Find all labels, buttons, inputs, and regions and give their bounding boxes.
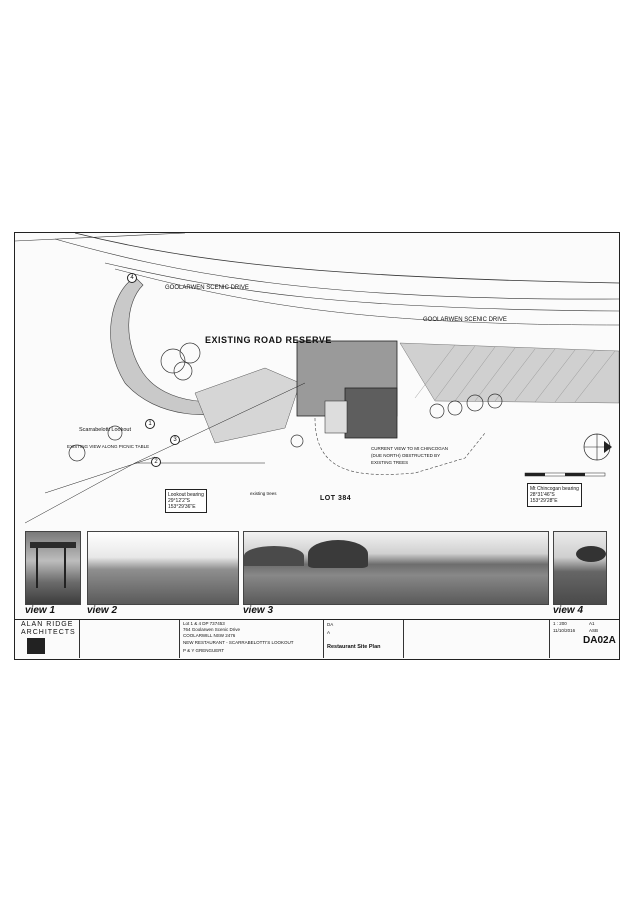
title-block: ALAN RIDGE ARCHITECTS Lot 1 & 4 DP 73745…: [15, 619, 619, 659]
drawing-info-cell: 1 : 200 A1 11/10/2016 ASB DA02A: [549, 620, 619, 658]
lookout-bearing-title: Lookout bearing: [168, 492, 204, 498]
existing-road-reserve-label: EXISTING ROAD RESERVE: [205, 335, 332, 345]
drawing-number: DA02A: [583, 635, 616, 646]
drawn-by: ASB: [589, 628, 599, 633]
site-plan: [15, 233, 619, 524]
view-4-label: view 4: [553, 605, 584, 616]
firm-name-2: ARCHITECTS: [21, 629, 76, 636]
drawing-sheet: EXISTING ROAD RESERVE LOT 384 GOOLARWEN …: [14, 232, 620, 660]
drawing-title-cell: DA A Restaurant Site Plan: [323, 620, 404, 658]
lookout-bearing-lon: 153°29'36"E: [168, 504, 196, 510]
firm-logo: [27, 638, 45, 654]
view-1-label: view 1: [25, 605, 56, 616]
view-1-photo: [25, 531, 81, 605]
view-marker-2: 2: [151, 457, 161, 467]
lot-label: LOT 384: [320, 495, 352, 502]
view-2-photo: [87, 531, 239, 605]
client-name: P & Y GRENGUERT: [183, 648, 225, 653]
address-line1: 764 Goolarwen Scenic Drive: [183, 627, 241, 632]
sheet-size: A1: [589, 621, 595, 626]
current-view-note: CURRENT VIEW TO Mt CHINCOGAN (DUE NORTH)…: [371, 446, 449, 465]
existing-trees-label: existing trees: [250, 491, 277, 496]
view-3-label: view 3: [243, 605, 274, 616]
firm-cell: ALAN RIDGE ARCHITECTS: [15, 620, 80, 658]
view-3-photo: [243, 531, 549, 605]
chincogan-bearing-box: Mt Chincogan bearing 28°31'46"S 153°29'2…: [527, 483, 582, 507]
address-lot: Lot 1 & 4 DP 737453: [183, 621, 225, 626]
address-line2: COOLARWILL NSW 2476: [183, 633, 236, 638]
chincogan-bearing-title: Mt Chincogan bearing: [530, 486, 579, 492]
lookout-label: Scarrabelotti Lookout: [79, 427, 131, 433]
view-marker-4: 4: [127, 273, 137, 283]
scale: 1 : 200: [553, 621, 567, 626]
view-2-label: view 2: [87, 605, 118, 616]
lookout-bearing-lat: 29°12'2"S: [168, 498, 190, 504]
notes-cell-2: [403, 620, 550, 658]
lookout-bearing-box: Lookout bearing 29°12'2"S 153°29'36"E: [165, 489, 207, 513]
date: 11/10/2016: [553, 628, 576, 633]
issue: DA: [327, 622, 334, 627]
drawing-title: Restaurant Site Plan: [327, 644, 381, 650]
road-label-2: GOOLARWEN SCENIC DRIVE: [423, 317, 507, 323]
revision: A: [327, 630, 331, 635]
chincogan-bearing-lat: 28°31'46"S: [530, 492, 555, 498]
road-label-1: GOOLARWEN SCENIC DRIVE: [165, 285, 249, 291]
notes-cell: [79, 620, 180, 658]
view-4-photo: [553, 531, 607, 605]
existing-picnic-label: EXISTING VIEW ALONG PICNIC TABLE: [67, 444, 150, 449]
address-cell: Lot 1 & 4 DP 737453 764 Goolarwen Scenic…: [179, 620, 324, 658]
view-marker-3: 3: [170, 435, 180, 445]
chincogan-bearing-lon: 153°29'28"E: [530, 498, 558, 504]
project-title: NEW RESTAURANT - SCARRABELOTTI'S LOOKOUT: [183, 640, 294, 645]
view-marker-1: 1: [145, 419, 155, 429]
firm-name-1: ALAN RIDGE: [21, 621, 74, 628]
